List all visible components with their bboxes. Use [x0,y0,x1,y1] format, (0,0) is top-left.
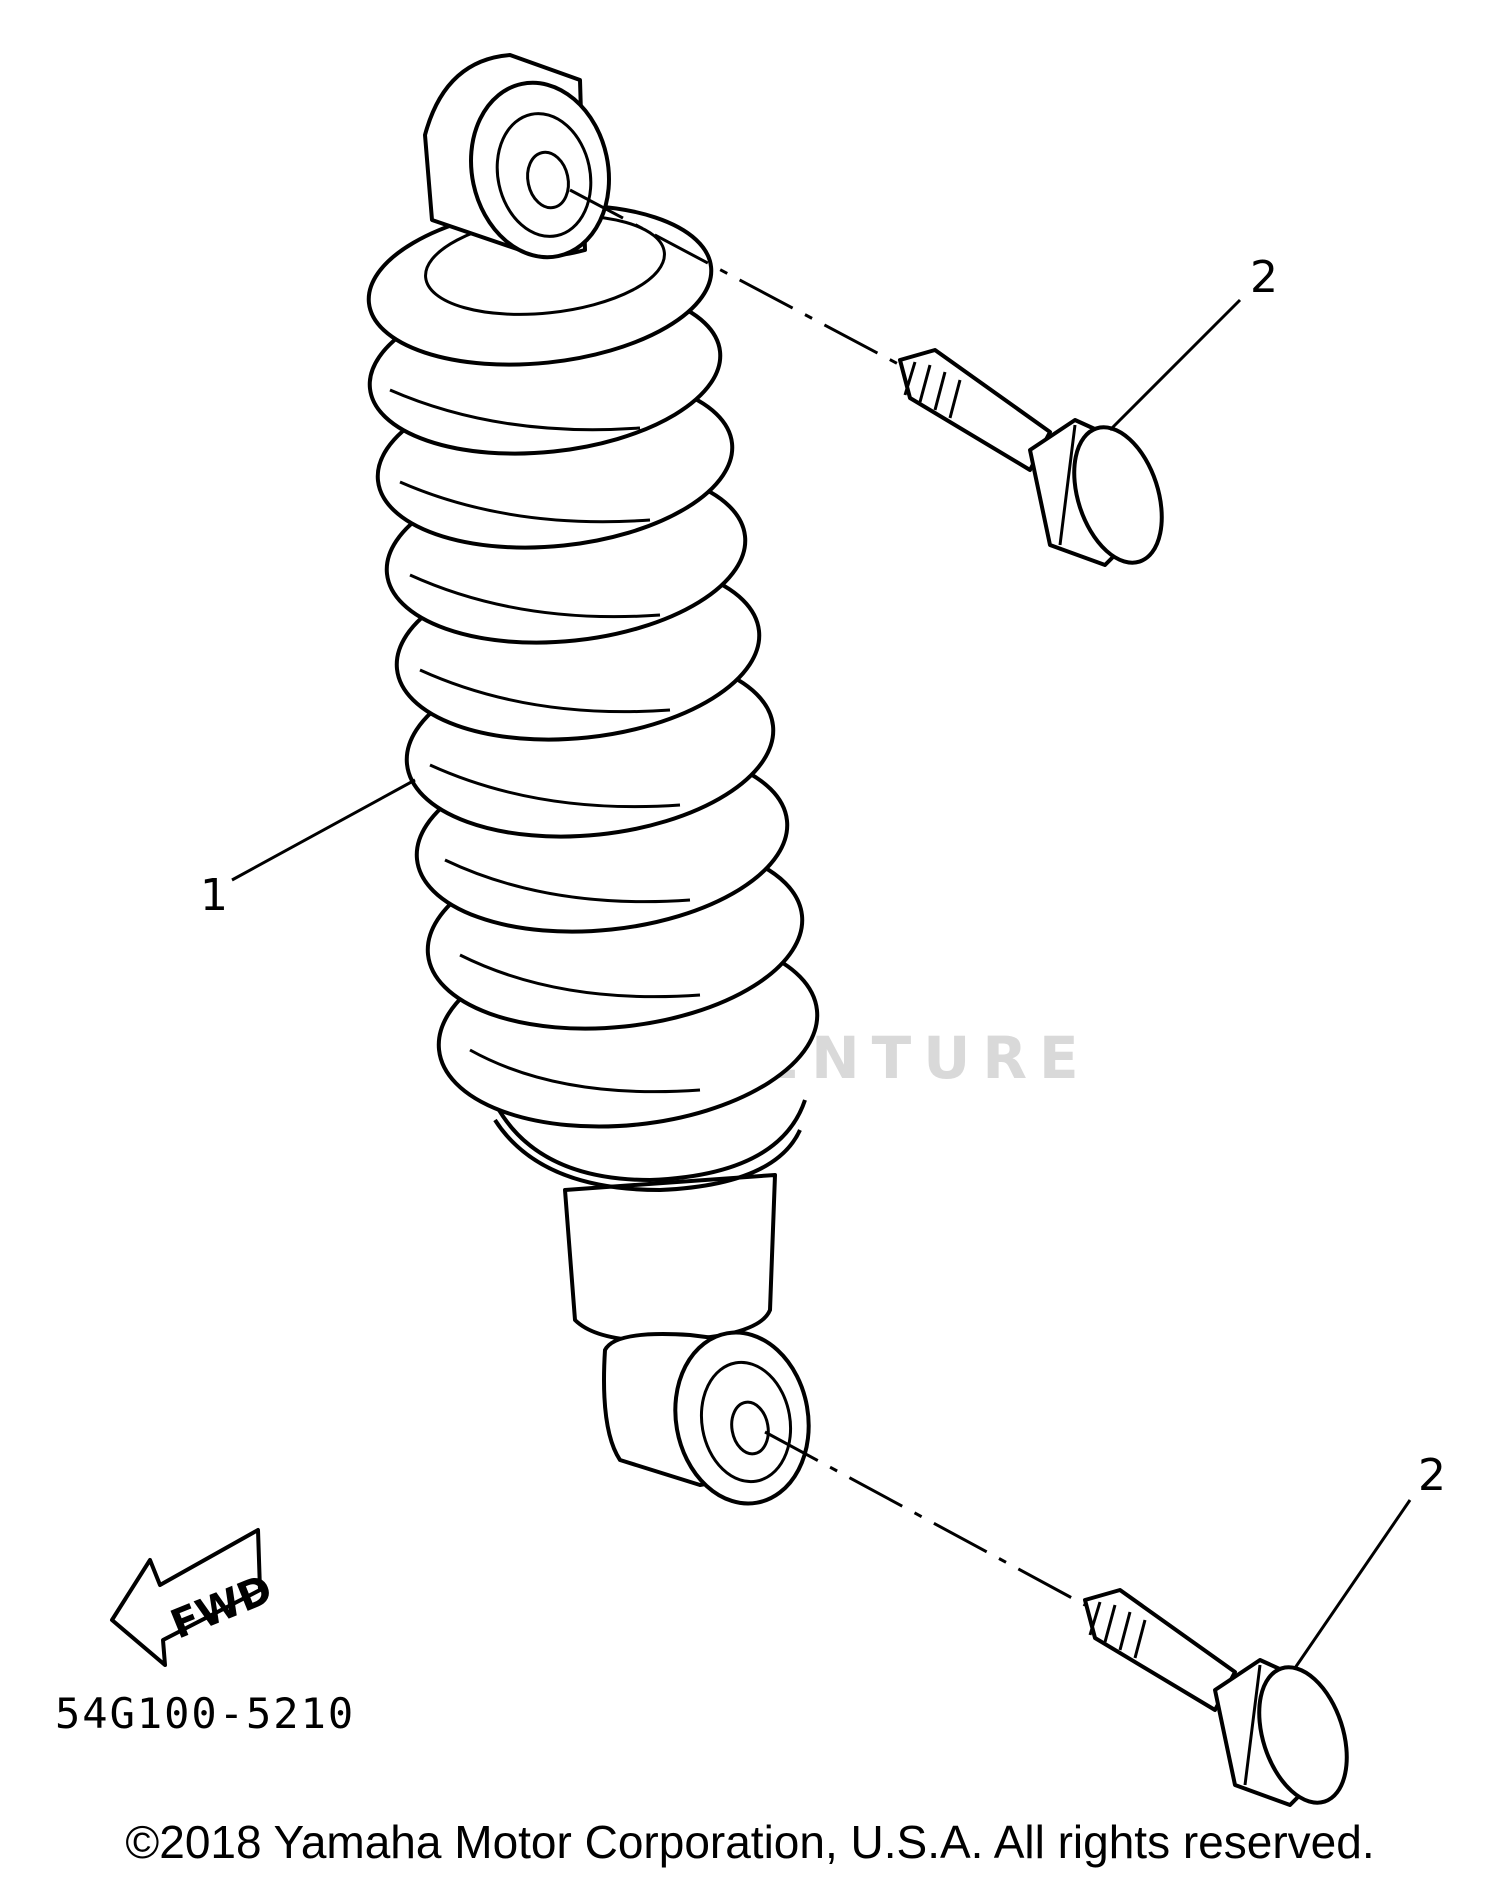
shock-absorber[interactable] [361,53,827,1514]
callout-2-upper: 2 [1250,252,1278,303]
bottom-eyelet [602,1330,811,1506]
copyright-notice: ©2018 Yamaha Motor Corporation, U.S.A. A… [125,1816,1375,1868]
fwd-arrow-icon: FWD [110,1528,279,1667]
bolt-upper[interactable] [898,348,1178,574]
top-eyelet [423,53,611,260]
leader-lines [231,298,1412,1669]
bolt-lower[interactable] [1083,1588,1363,1814]
callout-2-lower: 2 [1418,1450,1446,1501]
spring-coils [366,203,820,1129]
callout-1: 1 [200,870,228,921]
diagram-part-number: 54G100-5210 [55,1689,355,1738]
assembly-centerlines [569,188,1086,1607]
